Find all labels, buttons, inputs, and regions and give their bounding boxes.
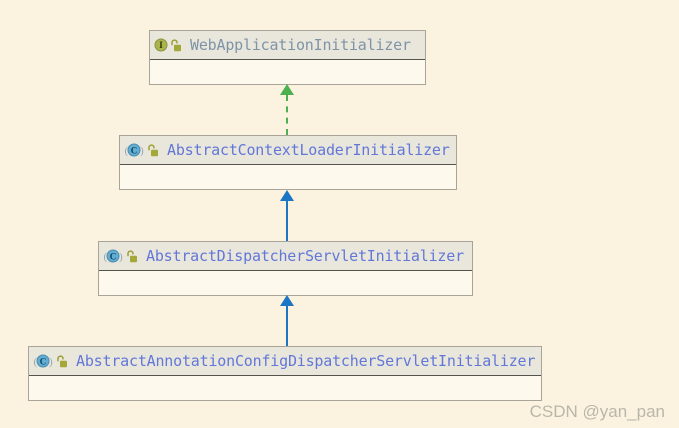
node-header: I WebApplicationInitializer: [150, 31, 425, 60]
class-name: WebApplicationInitializer: [190, 36, 411, 54]
unlocked-padlock-icon: [147, 143, 159, 157]
class-name: AbstractContextLoaderInitializer: [167, 141, 450, 159]
svg-text:(: (: [34, 356, 38, 368]
svg-text:): ): [49, 356, 53, 368]
node-header: (C) AbstractAnnotationConfigDispatcherSe…: [29, 347, 541, 376]
arrowhead-up-icon: [280, 190, 294, 201]
node-header: (C) AbstractContextLoaderInitializer: [120, 136, 456, 165]
node-members-section: [29, 376, 541, 400]
svg-text:(: (: [125, 145, 129, 157]
solid-edge-line: [286, 306, 288, 346]
svg-text:C: C: [110, 251, 117, 261]
solid-edge-line: [286, 201, 288, 241]
arrowhead-up-icon: [280, 84, 294, 95]
unlocked-padlock-icon: [170, 38, 182, 52]
node-members-section: [150, 60, 425, 84]
csdn-watermark: CSDN @yan_pan: [529, 402, 665, 421]
svg-text:): ): [119, 251, 123, 263]
node-members-section: [99, 271, 472, 295]
class-node-abstract-annotation-config-dispatcher-servlet-initializer[interactable]: (C) AbstractAnnotationConfigDispatcherSe…: [28, 346, 542, 401]
abstract-class-icon: (C): [124, 143, 145, 157]
abstract-class-icon: (C): [103, 249, 124, 263]
class-name: AbstractAnnotationConfigDispatcherServle…: [76, 352, 536, 370]
svg-text:): ): [140, 145, 144, 157]
svg-text:C: C: [40, 356, 47, 366]
class-name: AbstractDispatcherServletInitializer: [146, 247, 464, 265]
class-node-abstract-dispatcher-servlet-initializer[interactable]: (C) AbstractDispatcherServletInitializer: [98, 241, 473, 296]
implements-arrow[interactable]: [280, 84, 294, 135]
dashed-edge-line: [286, 95, 288, 135]
svg-text:I: I: [159, 40, 163, 50]
arrowhead-up-icon: [280, 295, 294, 306]
node-header: (C) AbstractDispatcherServletInitializer: [99, 242, 472, 271]
unlocked-padlock-icon: [56, 354, 68, 368]
abstract-class-icon: (C): [33, 354, 54, 368]
unlocked-padlock-icon: [126, 249, 138, 263]
svg-text:(: (: [104, 251, 108, 263]
svg-text:C: C: [131, 145, 138, 155]
extends-arrow[interactable]: [280, 190, 294, 241]
class-node-abstract-context-loader-initializer[interactable]: (C) AbstractContextLoaderInitializer: [119, 135, 457, 190]
extends-arrow[interactable]: [280, 295, 294, 346]
class-node-web-application-initializer[interactable]: I WebApplicationInitializer: [149, 30, 426, 85]
interface-icon: I: [154, 38, 168, 52]
node-members-section: [120, 165, 456, 189]
